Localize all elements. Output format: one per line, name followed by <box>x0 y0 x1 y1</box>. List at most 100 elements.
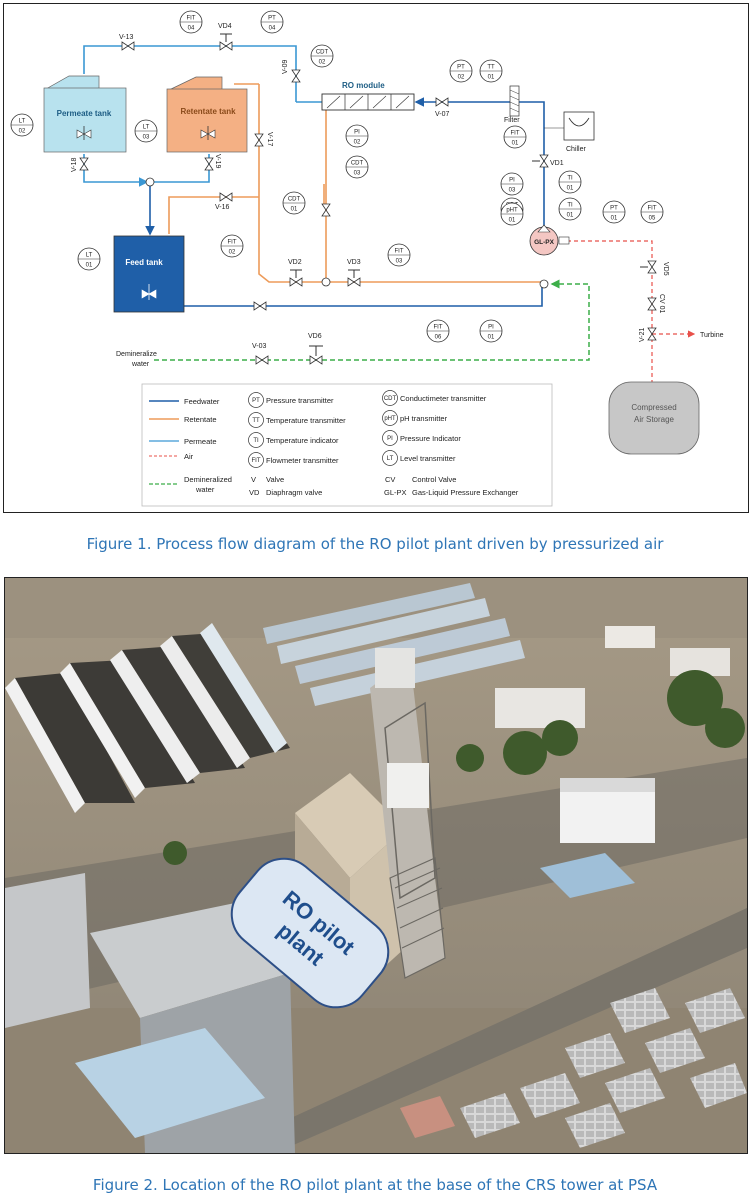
legend-tt: Temperature transmitter <box>266 416 346 425</box>
instrument-number: 04 <box>269 26 276 32</box>
instrument-tag: FIT <box>187 16 196 22</box>
legend-permeate: Permeate <box>184 437 217 446</box>
legend-sym-v: V <box>251 475 256 484</box>
valve-v17-label: V-17 <box>266 132 273 147</box>
instrument-number: 01 <box>509 218 516 224</box>
process-flow-diagram: Permeate tank Retentate tank Feed tank C… <box>3 3 749 513</box>
valve-v07-label: V-07 <box>435 111 450 118</box>
legend-pt: Pressure transmitter <box>266 396 334 405</box>
ro-module-label: RO module <box>342 81 385 90</box>
legend-sym-lt: LT <box>387 456 394 462</box>
legend-pht: pH transmitter <box>400 414 448 423</box>
feed-tank: Feed tank <box>113 235 185 313</box>
feedwater-lines <box>145 97 545 307</box>
instrument-tag: LT <box>86 253 93 259</box>
instrument-tag: PT <box>457 65 465 71</box>
gl-px-exchanger: GL-PX <box>529 224 570 256</box>
legend-sym-glpx: GL-PX <box>384 488 407 497</box>
feed-tank-label: Feed tank <box>125 258 163 267</box>
solar-troughs <box>5 623 290 813</box>
valve-v13-label: V-13 <box>119 34 134 41</box>
instrument-tag: PT <box>268 16 276 22</box>
instrument-lt03: LT 03 <box>134 119 158 143</box>
valve-vd1-label: VD1 <box>550 160 564 167</box>
legend-vd: Diaphragm valve <box>266 488 322 497</box>
instrument-number: 02 <box>229 250 236 256</box>
instrument-tag: PT <box>610 206 618 212</box>
legend-sym-ti: TI <box>253 438 259 444</box>
instrument-number: 01 <box>488 75 495 81</box>
valve-v18-label: V-18 <box>71 157 78 172</box>
instrument-pt01: PT 01 <box>602 200 626 224</box>
instrument-fit02: FIT 02 <box>220 234 244 258</box>
legend-pi: Pressure Indicator <box>400 434 461 443</box>
instrument-number: 02 <box>19 129 26 135</box>
instrument-tag: FIT <box>395 249 404 255</box>
instrument-tag: PI <box>509 178 515 184</box>
instrument-ti01: TI 01 <box>558 170 582 194</box>
warehouse <box>5 873 295 1153</box>
demin-label-1: Demineralize <box>116 351 157 358</box>
instrument-number: 01 <box>567 186 574 192</box>
turbine-label: Turbine <box>700 332 724 339</box>
legend: Feedwater Retentate Permeate Air Deminer… <box>141 383 553 507</box>
legend-sym-pi: PI <box>387 436 393 442</box>
instrument-tag: FIT <box>228 240 237 246</box>
instrument-tag: pHT <box>506 208 518 214</box>
instrument-tag: CDT <box>351 161 364 167</box>
demin-line <box>154 279 590 361</box>
instrument-number: 06 <box>435 335 442 341</box>
instrument-number: 03 <box>354 171 361 177</box>
instrument-pt04: PT 04 <box>260 10 284 34</box>
instrument-number: 01 <box>567 213 574 219</box>
legend-feedwater: Feedwater <box>184 397 220 406</box>
instruments: FIT04PT04LT02LT03CDT02PT02TT01FIT01PI02C… <box>10 10 664 343</box>
valve-v09-label: V-09 <box>282 59 289 74</box>
valve-vd6-label: VD6 <box>308 333 322 340</box>
chiller: Chiller <box>544 111 595 153</box>
instrument-lt01: LT 01 <box>77 247 101 271</box>
instrument-tag: LT <box>143 125 150 131</box>
instrument-number: 02 <box>354 140 361 146</box>
instrument-tag: TI <box>567 176 573 182</box>
air-storage-label-2: Air Storage <box>634 415 675 424</box>
valves: V-13 VD4 V-09 V-07 V-18 V-19 V-17 V-16 V… <box>71 23 669 365</box>
instrument-cdt03: CDT 03 <box>345 155 369 179</box>
instrument-tag: FIT <box>511 131 520 137</box>
legend-sym-vd: VD <box>249 488 260 497</box>
instrument-tag: LT <box>19 119 26 125</box>
valve-v21-label: V-21 <box>639 327 646 342</box>
legend-sym-fit: FIT <box>252 458 261 464</box>
filter: Filter <box>504 85 520 124</box>
retentate-tank: Retentate tank <box>166 76 248 153</box>
valve-vd5-label: VD5 <box>662 262 669 276</box>
junction <box>539 279 549 289</box>
valve-vd2-label: VD2 <box>288 259 302 266</box>
figure-2-caption: Figure 2. Location of the RO pilot plant… <box>92 1176 658 1194</box>
instrument-ti02: TI 01 <box>558 197 582 221</box>
legend-v: Valve <box>266 475 284 484</box>
valve-vd3-label: VD3 <box>347 259 361 266</box>
instrument-number: 01 <box>86 263 93 269</box>
legend-cv: Control Valve <box>412 475 456 484</box>
instrument-number: 04 <box>188 26 195 32</box>
instrument-tag: TI <box>567 203 573 209</box>
instrument-number: 03 <box>143 135 150 141</box>
solar-collectors <box>263 583 525 706</box>
instrument-number: 02 <box>319 60 326 66</box>
valve-vd4-label: VD4 <box>218 23 232 30</box>
legend-ti: Temperature indicator <box>266 436 339 445</box>
crs-tower <box>370 648 446 979</box>
legend-sym-cv: CV <box>385 475 395 484</box>
instrument-number: 01 <box>611 216 618 222</box>
instrument-ph01: pHT 01 <box>500 202 524 226</box>
legend-sym-cdt: CDT <box>384 396 397 402</box>
